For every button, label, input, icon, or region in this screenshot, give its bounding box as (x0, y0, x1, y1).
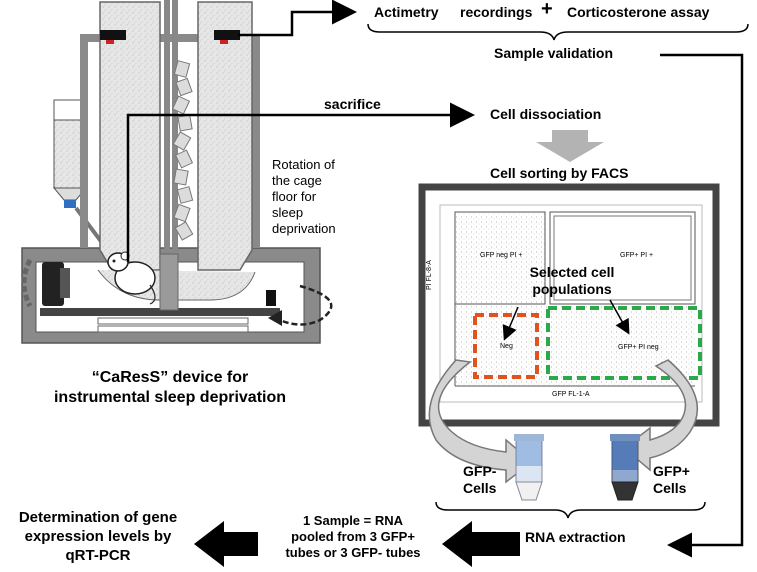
rotation-line-5: deprivation (272, 221, 336, 236)
corticosterone-label: Corticosterone assay (567, 4, 710, 20)
sample-line-2: pooled from 3 GFP+ (291, 529, 415, 544)
quadrant-bottom-left: Neg (500, 343, 513, 350)
gfp-pos-line-1: GFP+ (653, 463, 690, 479)
gfp-pos-tube-icon (610, 434, 640, 501)
rna-extraction-label: RNA extraction (525, 529, 626, 545)
selected-populations-label: Selected cell populations (512, 264, 632, 298)
gfp-pos-gate (546, 306, 702, 380)
selected-line-1: Selected cell (529, 264, 615, 280)
connector-lines (126, 0, 744, 558)
gfp-pos-label: GFP+ Cells (653, 463, 690, 497)
mouse-icon (107, 251, 156, 305)
sample-line-1: 1 Sample = RNA (302, 513, 404, 528)
curved-arrow-neg (428, 359, 534, 484)
y-axis-label: PI FL-8-A (426, 260, 433, 290)
sample-line-3: tubes or 3 GFP- tubes (285, 545, 421, 560)
down-arrow (536, 130, 604, 162)
recordings-label: recordings (460, 4, 533, 20)
block-arrow-1 (442, 521, 520, 567)
plus-label: + (541, 0, 553, 20)
determination-line-1: Determination of gene (18, 509, 178, 526)
gfp-neg-tube-icon (514, 434, 544, 501)
cell-dissociation-label: Cell dissociation (490, 106, 602, 122)
block-arrow-2 (194, 521, 258, 567)
rotation-caption: Rotation of the cage floor for sleep dep… (272, 157, 336, 237)
gfp-neg-line-1: GFP- (463, 463, 497, 479)
determination-line-3: qRT-PCR (65, 547, 131, 564)
gfp-neg-gate (473, 313, 539, 379)
facs-plot (454, 211, 702, 387)
top-brace (367, 23, 749, 41)
gfp-pos-line-2: Cells (653, 480, 687, 496)
gfp-neg-line-2: Cells (463, 480, 497, 496)
rotation-line-4: sleep (272, 205, 304, 220)
sacrifice-label: sacrifice (324, 96, 381, 112)
tubes-brace (435, 501, 706, 519)
selected-line-2: populations (532, 281, 612, 297)
device-line-1: “CaResS” device for (91, 369, 249, 386)
quadrant-top-right: GFP+ PI + (620, 252, 654, 259)
rotation-line-1: Rotation of (272, 157, 335, 172)
determination-caption: Determination of gene expression levels … (0, 508, 196, 565)
rotation-line-3: floor for (272, 189, 317, 204)
sample-caption: 1 Sample = RNA pooled from 3 GFP+ tubes … (258, 513, 448, 561)
quadrant-bottom-right: GFP+ PI neg (618, 344, 659, 351)
actimetry-label: Actimetry (374, 4, 439, 20)
cell-sorting-label: Cell sorting by FACS (490, 165, 629, 181)
quadrant-top-left: GFP neg PI + (480, 252, 523, 259)
determination-line-2: expression levels by (24, 528, 172, 545)
rotation-line-2: the cage (272, 173, 322, 188)
device-caption: “CaResS” device for instrumental sleep d… (20, 368, 320, 408)
gfp-neg-label: GFP- Cells (463, 463, 496, 497)
device-line-2: instrumental sleep deprivation (53, 389, 287, 406)
cares-device (21, 0, 333, 344)
sample-validation-label: Sample validation (494, 45, 614, 61)
x-axis-label: GFP FL-1-A (552, 391, 590, 398)
